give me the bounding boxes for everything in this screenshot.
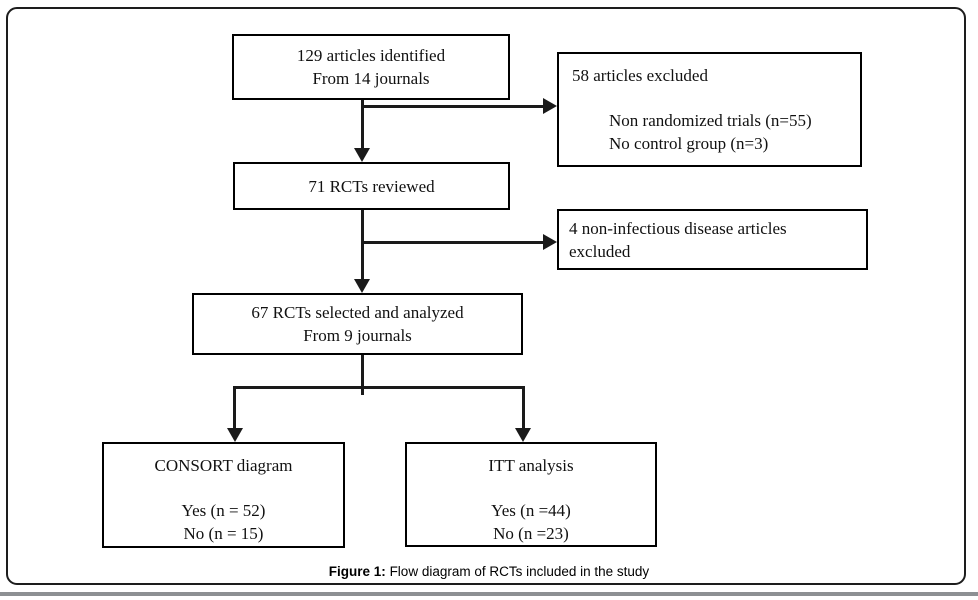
arrowhead-right-excluded-secondary [543, 234, 557, 250]
connector-identified-to-reviewed [361, 100, 364, 150]
arrowhead-down-consort [227, 428, 243, 442]
box-text-line: No (n =23) [493, 524, 569, 543]
box-text-line: 58 articles excluded [572, 66, 708, 85]
box-text-line: 67 RCTs selected and analyzed [251, 303, 464, 322]
box-text-line: 4 non-infectious disease articles [569, 219, 787, 238]
box-text-line: excluded [569, 242, 631, 261]
connector-branch-excluded-secondary [362, 241, 543, 244]
arrowhead-down-reviewed [354, 148, 370, 162]
box-text-line: No control group (n=3) [609, 134, 769, 153]
box-text-line: Yes (n =44) [491, 501, 571, 520]
arrowhead-down-selected [354, 279, 370, 293]
box-text-line: No (n = 15) [183, 524, 264, 543]
flow-box-itt-analysis: ITT analysis Yes (n =44) No (n =23) [405, 442, 657, 547]
box-text-line: CONSORT diagram [154, 456, 293, 475]
flow-box-rcts-selected: 67 RCTs selected and analyzed From 9 jou… [192, 293, 523, 355]
box-text-line: From 9 journals [303, 326, 412, 345]
connector-split-horizontal [234, 386, 524, 389]
box-text-line: 129 articles identified [296, 46, 446, 65]
connector-branch-excluded-primary [362, 105, 543, 108]
box-text-line: 71 RCTs reviewed [308, 176, 435, 196]
connector-split-to-consort [233, 386, 236, 429]
page-divider [0, 592, 978, 596]
connector-reviewed-to-selected [361, 210, 364, 280]
figure-caption: Figure 1: Flow diagram of RCTs included … [0, 563, 978, 580]
flow-box-noninfectious-excluded: 4 non-infectious disease articles exclud… [557, 209, 868, 270]
connector-split-to-itt [522, 386, 525, 429]
arrowhead-down-itt [515, 428, 531, 442]
flow-box-rcts-reviewed: 71 RCTs reviewed [233, 162, 510, 210]
figure-caption-label: Figure 1: [328, 564, 386, 579]
figure-caption-text: Flow diagram of RCTs included in the stu… [385, 564, 650, 579]
flow-box-articles-excluded: 58 articles excluded Non randomized tria… [557, 52, 862, 167]
flow-box-articles-identified: 129 articles identified From 14 journals [232, 34, 510, 100]
arrowhead-right-excluded-primary [543, 98, 557, 114]
box-text-line: Non randomized trials (n=55) [609, 111, 812, 130]
box-text-line: From 14 journals [312, 69, 430, 88]
connector-selected-stub [361, 355, 364, 395]
box-text-line: ITT analysis [488, 456, 574, 475]
box-text-line: Yes (n = 52) [181, 501, 266, 520]
text-spacer [559, 87, 860, 109]
flow-box-consort-diagram: CONSORT diagram Yes (n = 52) No (n = 15) [102, 442, 345, 548]
